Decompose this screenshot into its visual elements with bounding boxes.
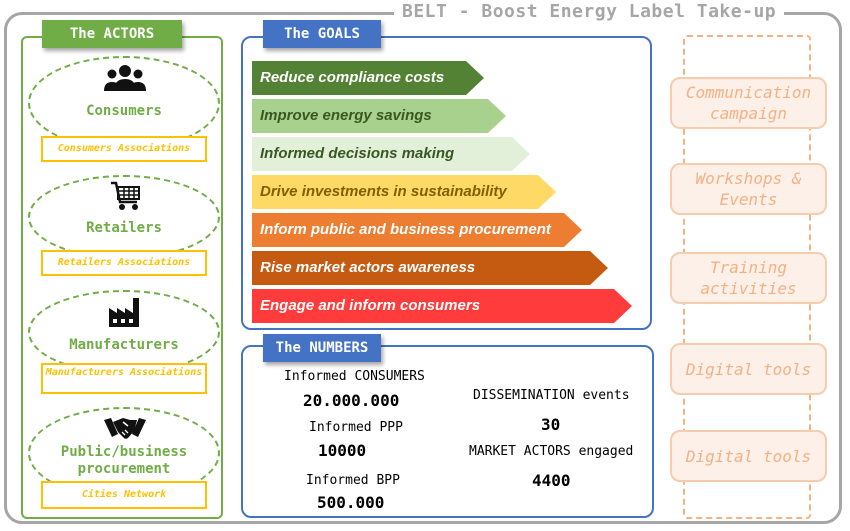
actor-label-retailers: Retailers [86,220,162,236]
informed-bpp-value: 500.000 [317,493,385,512]
handshake-icon [104,418,146,439]
informed-consumers-label: Informed CONSUMERS [284,369,425,384]
activity-line: Digital tools [685,359,812,379]
goals-heading: The GOALS [263,20,381,48]
actors-heading: The ACTORS [42,20,182,48]
goal-arrow: Engage and inform consumers [252,289,632,323]
people-icon [104,65,146,91]
activity-line: Digital tools [685,446,812,466]
activity-line: Events [719,190,778,209]
numbers-heading: The NUMBERS [263,334,381,362]
activity-line: campaign [709,104,788,123]
activity-line: Communication [685,83,812,102]
activity-line: activities [700,279,797,298]
dissemination-events-label: DISSEMINATION events [473,388,630,403]
actor-label-procurement: Public/business procurement [60,444,188,477]
association-consumers: Consumers Associations [41,136,207,162]
goal-arrow: Inform public and business procurement [252,213,582,247]
actor-label-manufacturers: Manufacturers [69,337,179,353]
association-procurement: Cities Network [41,481,207,509]
factory-icon [109,298,139,327]
page-title: BELT - Boost Energy Label Take-up [394,1,785,22]
goal-arrow: Drive investments in sustainability [252,175,556,209]
activity-digital-tools-2: Digital tools [670,430,827,482]
informed-ppp-value: 10000 [318,441,367,460]
goal-arrow: Informed decisions making [252,137,530,171]
informed-ppp-label: Informed PPP [309,420,403,435]
activity-training: Training activities [670,252,827,304]
association-manufacturers: Manufacturers Associations [41,363,207,394]
goals-panel [241,36,652,330]
activity-workshops-events: Workshops & Events [670,163,827,215]
shopping-cart-icon [111,181,140,210]
association-retailers: Retailers Associations [41,250,207,276]
informed-bpp-label: Informed BPP [306,473,400,488]
dissemination-events-value: 30 [541,415,561,434]
market-actors-label: MARKET ACTORS engaged [469,444,634,459]
actor-label-consumers: Consumers [86,103,162,119]
goal-arrow: Rise market actors awareness [252,251,608,285]
activity-digital-tools-1: Digital tools [670,343,827,395]
market-actors-value: 4400 [532,471,571,490]
goal-arrow: Reduce compliance costs [252,61,484,95]
informed-consumers-value: 20.000.000 [303,391,400,410]
goal-arrow: Improve energy savings [252,99,506,133]
numbers-panel [241,345,654,518]
activity-communication-campaign: Communication campaign [670,77,827,129]
activity-line: Training [709,258,788,277]
activity-line: Workshops & [695,169,802,188]
